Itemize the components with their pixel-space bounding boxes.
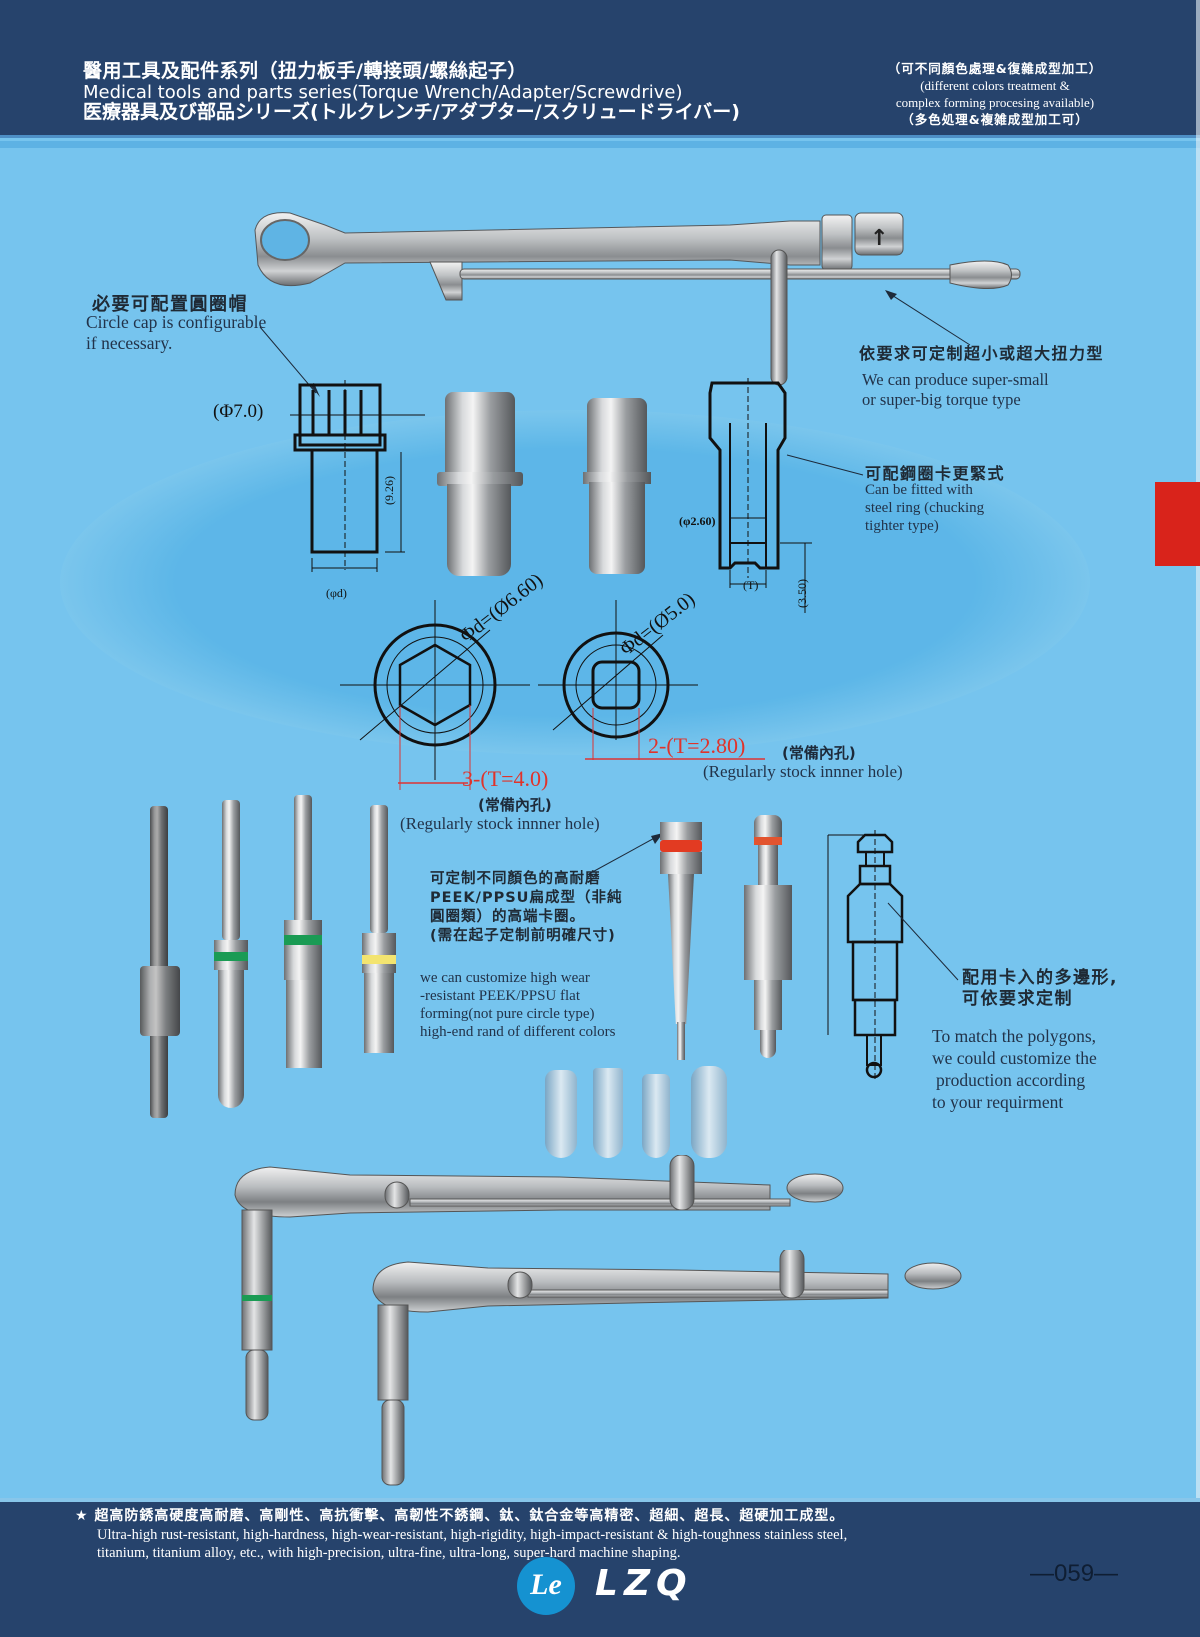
footer-zh: ★ 超高防銹高硬度高耐磨、高剛性、高抗衝擊、高韌性不銹鋼、鈦、鈦合金等高精密、超… bbox=[75, 1505, 844, 1525]
callout-circle-cap: 必要可配置圓圈帽 bbox=[92, 290, 248, 316]
dim-phi-d: (φd) bbox=[326, 586, 347, 600]
title-en: Medical tools and parts series(Torque Wr… bbox=[83, 82, 683, 103]
polygon-zh-1: 配用卡入的多邊形, bbox=[962, 968, 1118, 988]
screwdriver-bit-green-1 bbox=[210, 800, 254, 1110]
cap-drawing-knurled bbox=[215, 380, 430, 610]
torque-arrow bbox=[885, 290, 971, 346]
dim-t: (T) bbox=[743, 578, 759, 592]
cap-drawing-steel-ring bbox=[700, 378, 820, 618]
steel-ring-arrow bbox=[786, 454, 864, 476]
highlight-ellipse bbox=[60, 410, 1090, 755]
chapter-tab bbox=[1155, 482, 1200, 566]
square-section-drawing bbox=[538, 600, 708, 770]
peek-zh-2: PEEK/PPSU扁成型（非純 bbox=[430, 890, 623, 906]
cap-photo-large bbox=[437, 392, 523, 577]
torque-type-en-2: or super-big torque type bbox=[862, 390, 1021, 409]
peek-en: we can customize high wear -resistant PE… bbox=[420, 969, 616, 1041]
star-icon: ★ bbox=[75, 1508, 89, 1524]
polygon-en-1: To match the polygons, bbox=[932, 1026, 1097, 1046]
steel-ring-zh: 可配鋼圈卡更緊式 bbox=[865, 464, 1006, 483]
note-zh-tw: （可不同顏色處理&復雜成型加工） bbox=[887, 61, 1103, 76]
hex-stock-en: (Regularly stock innner hole) bbox=[400, 814, 600, 833]
ratchet-wrench-1 bbox=[230, 1154, 880, 1425]
footer-zh-text: 超高防銹高硬度高耐磨、高剛性、高抗衝擊、高韌性不銹鋼、鈦、鈦合金等高精密、超細、… bbox=[94, 1508, 845, 1524]
peek-zh: 可定制不同顏色的高耐磨 PEEK/PPSU扁成型（非純 圓圈類）的高端卡圈。 (… bbox=[430, 870, 622, 946]
svg-text:↑: ↑ bbox=[870, 226, 888, 251]
hex-section-drawing bbox=[340, 600, 530, 790]
cap-photo-small bbox=[583, 398, 653, 578]
note-ja: （多色処理&複雑成型加工可） bbox=[901, 112, 1089, 127]
dim-phi7: (Φ7.0) bbox=[213, 401, 264, 422]
note-en-2: complex forming procesing available) bbox=[895, 95, 1095, 110]
dim-350: (3.50) bbox=[795, 579, 809, 608]
header-divider bbox=[0, 141, 1200, 148]
screwdriver-bit-yellow bbox=[360, 805, 400, 1055]
footer-en-2: titanium, titanium alloy, etc., with hig… bbox=[97, 1545, 681, 1561]
dim-926: (9.26) bbox=[382, 476, 396, 505]
torque-type-en: We can produce super-small or super-big … bbox=[862, 370, 1049, 410]
implants-image bbox=[545, 1062, 735, 1160]
page-footer bbox=[0, 1498, 1200, 1637]
circle-cap-en-2: if necessary. bbox=[86, 333, 173, 353]
dim-sq-t: 2-(T=2.80) bbox=[648, 733, 746, 758]
hex-t-dim-line bbox=[398, 782, 468, 784]
peek-zh-4: (需在起子定制前明確尺寸) bbox=[430, 928, 616, 944]
peek-arrow bbox=[586, 833, 663, 876]
steel-ring-en-1: Can be fitted with bbox=[865, 482, 973, 498]
tapered-bit-red-ring bbox=[656, 822, 706, 1062]
brand-logo-text: LZQ bbox=[595, 1563, 693, 1604]
header-note: （可不同顏色處理&復雜成型加工） (different colors treat… bbox=[835, 60, 1155, 128]
page-header bbox=[0, 0, 1200, 138]
circle-cap-en-1: Circle cap is configurable bbox=[86, 312, 267, 332]
hex-bit-red-ring bbox=[742, 815, 794, 1060]
peek-en-4: high-end rand of different colors bbox=[420, 1024, 616, 1040]
peek-en-3: forming(not pure circle type) bbox=[420, 1006, 595, 1022]
screwdriver-bit-black bbox=[138, 806, 184, 1118]
peek-en-1: we can customize high wear bbox=[420, 970, 590, 986]
title-zh-tw: 醫用工具及配件系列（扭力板手/轉接頭/螺絲起子） bbox=[83, 60, 527, 82]
circle-cap-en: Circle cap is configurable if necessary. bbox=[86, 312, 266, 354]
polygon-arrow bbox=[887, 902, 959, 981]
note-en-1: (different colors treatment & bbox=[920, 78, 1070, 93]
peek-en-2: -resistant PEEK/PPSU flat bbox=[420, 988, 580, 1004]
sq-stock-zh: (常備內孔) bbox=[782, 744, 856, 762]
torque-wrench-image: ↑ bbox=[250, 205, 1060, 405]
polygon-en-3: production according bbox=[936, 1070, 1086, 1090]
polygon-en-2: we could customize the bbox=[932, 1048, 1097, 1068]
polygon-zh-2: 可依要求定制 bbox=[962, 989, 1073, 1009]
sq-t-dim-line bbox=[585, 758, 765, 760]
sq-stock-en: (Regularly stock innner hole) bbox=[703, 762, 903, 781]
title-ja: 医療器具及び部品シリーズ(トルクレンチ/アダプター/スクリュードライバー) bbox=[83, 101, 740, 123]
peek-zh-1: 可定制不同顏色的高耐磨 bbox=[430, 871, 601, 887]
polygon-zh: 配用卡入的多邊形, 可依要求定制 bbox=[962, 968, 1118, 1010]
brand-logo-icon: Le bbox=[517, 1557, 575, 1615]
circle-cap-zh: 必要可配置圓圈帽 bbox=[92, 294, 248, 315]
page-title: 醫用工具及配件系列（扭力板手/轉接頭/螺絲起子） Medical tools a… bbox=[83, 62, 740, 122]
page-number: —059— bbox=[1030, 1560, 1119, 1587]
ratchet-wrench-2 bbox=[368, 1247, 978, 1490]
peek-zh-3: 圓圈類）的高端卡圈。 bbox=[430, 909, 585, 925]
steel-ring-en-2: steel ring (chucking bbox=[865, 500, 985, 516]
footer-en: Ultra-high rust-resistant, high-hardness… bbox=[97, 1526, 1097, 1562]
steel-ring-en: Can be fitted with steel ring (chucking … bbox=[865, 481, 984, 535]
dim-hex-t: 3-(T=4.0) bbox=[462, 766, 549, 791]
torque-type-zh: 依要求可定制超小或超大扭力型 bbox=[859, 344, 1105, 363]
polygon-en: To match the polygons, we could customiz… bbox=[932, 1025, 1097, 1113]
dim-phi260: (φ2.60) bbox=[679, 514, 716, 528]
polygon-en-4: to your requirment bbox=[932, 1092, 1064, 1112]
torque-type-en-1: We can produce super-small bbox=[862, 370, 1049, 389]
screwdriver-bit-green-2 bbox=[282, 795, 326, 1070]
page-edge bbox=[1196, 0, 1200, 1637]
steel-ring-en-3: tighter type) bbox=[865, 518, 939, 534]
hex-stock-zh: (常備內孔) bbox=[478, 796, 552, 814]
polygon-bit-drawing bbox=[820, 830, 930, 1090]
footer-en-1: Ultra-high rust-resistant, high-hardness… bbox=[97, 1527, 848, 1543]
